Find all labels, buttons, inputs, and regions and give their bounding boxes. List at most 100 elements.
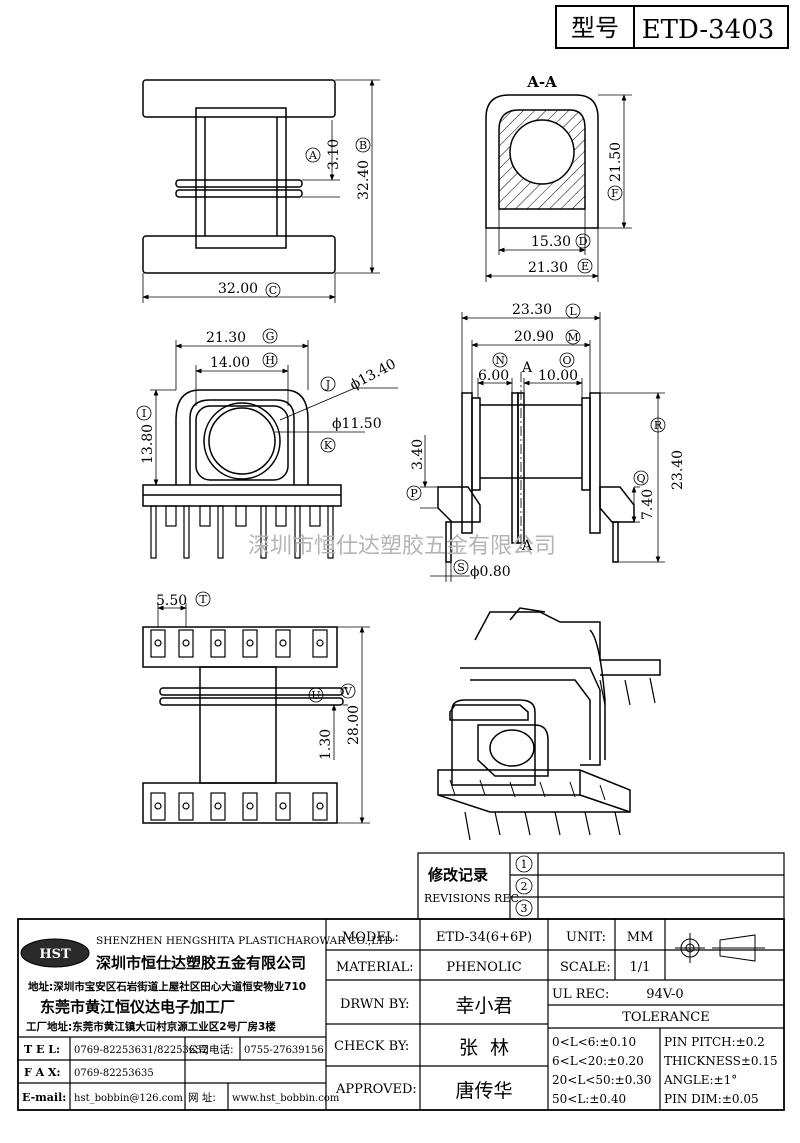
marker-v: V — [340, 683, 356, 699]
bottom-view — [142, 603, 370, 824]
svg-text:P: P — [410, 487, 418, 500]
factory-address: 工厂地址:东莞市黄江镇大冚村京源工业区2号厂房3楼 — [26, 1020, 276, 1033]
svg-text:B: B — [359, 139, 367, 152]
svg-text:J: J — [325, 378, 330, 391]
revision-row-1: 1 — [521, 858, 528, 871]
svg-text:C: C — [269, 284, 277, 297]
company-name-en: SHENZHEN HENGSHITA PLASTICHAROWAR CO.,LT… — [96, 935, 393, 947]
svg-text:Q: Q — [636, 472, 645, 485]
ul-label: UL REC: — [552, 987, 609, 1002]
web-label: 网 址: — [188, 1091, 216, 1104]
marker-g: G — [262, 328, 278, 344]
marker-k: K — [320, 437, 336, 453]
revision-row-3: 3 — [521, 902, 528, 915]
email-value: hst_bobbin@126.com — [74, 1093, 183, 1104]
scale-value: 1/1 — [630, 960, 651, 975]
factory-name: 东莞市黄江恒仪达电子加工厂 — [40, 998, 235, 1016]
marker-p: P — [406, 485, 422, 501]
svg-text:A: A — [308, 149, 318, 162]
reference-markers: A B C D E F G H I J K L M N O P Q R S T … — [136, 137, 666, 703]
tolerance-label: TOLERANCE — [622, 1010, 709, 1025]
svg-text:N: N — [495, 354, 505, 367]
isometric-view — [437, 607, 661, 841]
dim-21-30-e: 21.30 — [528, 260, 568, 276]
revision-rows: 1 2 3 — [515, 855, 533, 917]
company-tel-label: 公司电话: — [188, 1043, 234, 1056]
marker-j: J — [320, 376, 336, 392]
dim-6-00: 6.00 — [478, 368, 509, 384]
marker-u: U — [308, 687, 324, 703]
svg-text:G: G — [266, 330, 275, 343]
tolerance-3: 20<L<50:±0.30 — [552, 1073, 651, 1087]
svg-text:E: E — [581, 260, 589, 273]
marker-b: B — [355, 137, 371, 153]
marker-e: E — [577, 258, 593, 274]
dim-3-10: 3.10 — [326, 139, 342, 170]
front-view — [142, 340, 398, 559]
dim-7-40: 7.40 — [640, 489, 656, 520]
section-marker-bottom: A — [521, 538, 533, 554]
dim-32-00: 32.00 — [218, 281, 258, 297]
svg-text:U: U — [311, 689, 320, 702]
marker-f: F — [607, 185, 623, 201]
dim-23-30: 23.30 — [512, 302, 552, 318]
marker-r: R — [650, 417, 666, 433]
dim-14-00: 14.00 — [210, 355, 250, 371]
dim-11-50: ϕ11.50 — [332, 416, 382, 432]
tolerance-4: 50<L:±0.40 — [552, 1092, 626, 1106]
svg-text:M: M — [567, 331, 578, 344]
watermark: 深圳市恒仕达塑胶五金有限公司 — [248, 534, 556, 559]
company-tel-value: 0755-27639156 — [244, 1045, 324, 1056]
svg-text:V: V — [343, 685, 353, 698]
dim-0-80: ϕ0.80 — [470, 564, 511, 580]
dim-15-30: 15.30 — [531, 234, 571, 250]
svg-text:F: F — [611, 187, 619, 200]
fax-value: 0769-82253635 — [74, 1068, 154, 1079]
right-side-view — [420, 312, 665, 582]
projection-symbol-icon — [675, 933, 765, 963]
dim-21-30-g: 21.30 — [206, 330, 246, 346]
model-value: ETD-3403 — [642, 15, 775, 45]
dim-20-90: 20.90 — [514, 329, 554, 345]
revision-block — [417, 852, 785, 920]
marker-o: O — [559, 352, 575, 368]
scale-label: SCALE: — [560, 960, 611, 975]
marker-l: L — [565, 303, 581, 319]
svg-text:R: R — [654, 419, 663, 432]
marker-n: N — [492, 352, 508, 368]
dim-23-40: 23.40 — [670, 450, 686, 490]
email-label: E-mail: — [22, 1091, 66, 1104]
fax-label: F A X: — [24, 1066, 61, 1079]
revisions-title-en: REVISIONS REC. — [424, 892, 522, 905]
svg-text:K: K — [324, 439, 333, 452]
model-field-value: ETD-34(6+6P) — [436, 930, 532, 945]
tel-value: 0769-82253631/82253632 — [74, 1045, 208, 1056]
tolerance-2: 6<L<20:±0.20 — [552, 1054, 644, 1068]
dim-32-40: 32.40 — [356, 160, 372, 200]
dim-10-00: 10.00 — [538, 368, 578, 384]
dim-28-00: 28.00 — [346, 705, 362, 745]
marker-t: T — [195, 591, 211, 607]
side-view — [142, 79, 380, 303]
check-label: CHECK BY: — [334, 1039, 409, 1054]
approved-label: APPROVED: — [335, 1082, 417, 1097]
web-value: www.hst_bobbin.com — [232, 1093, 340, 1104]
svg-text:H: H — [265, 354, 275, 367]
unit-value: MM — [627, 930, 654, 945]
pin-dim: PIN DIM:±0.05 — [664, 1092, 759, 1106]
logo-text: HST — [39, 947, 71, 962]
svg-text:I: I — [142, 407, 146, 420]
svg-text:L: L — [569, 305, 577, 318]
company-address: 地址:深圳市宝安区石岩街道上屋社区田心大道恒安物业710 — [28, 980, 306, 993]
revisions-title-cn: 修改记录 — [427, 866, 488, 884]
marker-c: C — [265, 282, 281, 298]
drawn-value: 幸小君 — [455, 995, 512, 1017]
dim-1-30: 1.30 — [318, 729, 334, 760]
section-view — [485, 94, 632, 282]
svg-text:S: S — [457, 561, 465, 574]
marker-i: I — [136, 405, 152, 421]
material-label: MATERIAL: — [336, 960, 413, 975]
model-field-label: MODEL: — [342, 930, 399, 945]
revision-row-2: 2 — [521, 880, 528, 893]
dim-13-80: 13.80 — [140, 424, 156, 464]
